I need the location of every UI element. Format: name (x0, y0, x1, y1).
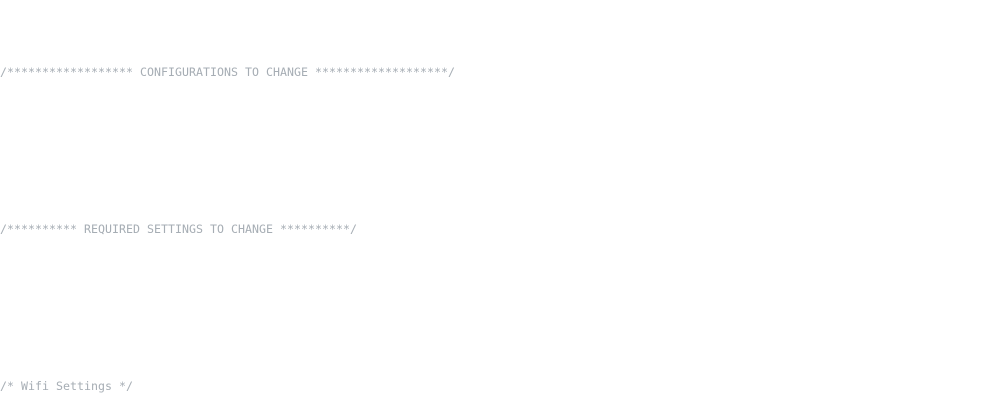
code-line-blank (0, 300, 1007, 316)
code-line: /********** REQUIRED SETTINGS TO CHANGE … (0, 222, 1007, 238)
block-comment-required-settings: /********** REQUIRED SETTINGS TO CHANGE … (0, 221, 358, 236)
block-comment-banner: /****************** CONFIGURATIONS TO CH… (0, 64, 456, 79)
code-line-blank (0, 143, 1007, 159)
code-line: /* Wifi Settings */ (0, 379, 1007, 395)
block-comment-wifi-settings: /* Wifi Settings */ (0, 378, 134, 393)
code-line: /****************** CONFIGURATIONS TO CH… (0, 65, 1007, 81)
